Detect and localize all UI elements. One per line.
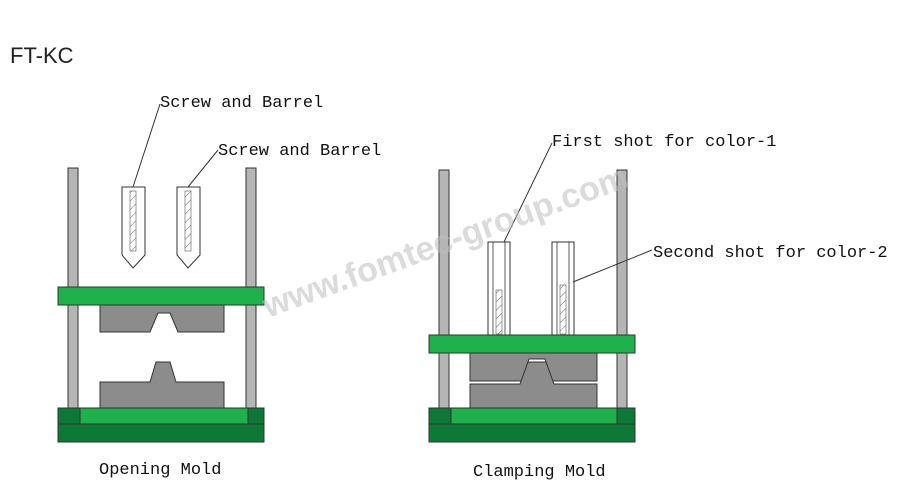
- screw-barrel-left-a: [121, 186, 146, 269]
- diagram-title: FT-KC: [10, 43, 74, 68]
- lower-platen-left: [79, 407, 249, 425]
- caption-opening-mold: Opening Mold: [99, 461, 221, 480]
- base-plate-left-fill: [57, 423, 265, 443]
- upper-mold-left: [99, 304, 225, 333]
- base-plate-left-side-a: [57, 407, 81, 425]
- base-plate-left-side-b: [247, 407, 265, 425]
- upper-platen-right: [428, 334, 636, 354]
- base-plate-right-side-b: [616, 407, 636, 425]
- label-screw-barrel-2: Screw and Barrel: [218, 142, 381, 161]
- leader-screw-1: [132, 103, 161, 188]
- leader-second-shot: [572, 249, 653, 283]
- leader-screw-2: [187, 149, 219, 188]
- label-screw-barrel-1: Screw and Barrel: [160, 94, 323, 113]
- right-column-2: [616, 169, 628, 427]
- clamping-mold-assembly: [428, 169, 636, 443]
- screw-barrel-left-b: [176, 186, 201, 269]
- label-second-shot: Second shot for color-2: [653, 244, 888, 263]
- upper-platen-left: [57, 286, 265, 306]
- lower-platen-right: [450, 407, 618, 425]
- leader-first-shot: [503, 142, 553, 243]
- label-first-shot: First shot for color-1: [552, 133, 776, 152]
- base-plate-right-side-a: [428, 407, 452, 425]
- base-plate-right-fill: [428, 423, 636, 443]
- first-shot-barrel: [487, 241, 511, 336]
- second-shot-barrel: [551, 241, 575, 336]
- caption-clamping-mold: Clamping Mold: [473, 463, 606, 482]
- right-column-1: [438, 169, 450, 427]
- lower-mold-left: [99, 361, 225, 409]
- opening-mold-assembly: [57, 167, 265, 443]
- upper-mold-right: [469, 352, 598, 382]
